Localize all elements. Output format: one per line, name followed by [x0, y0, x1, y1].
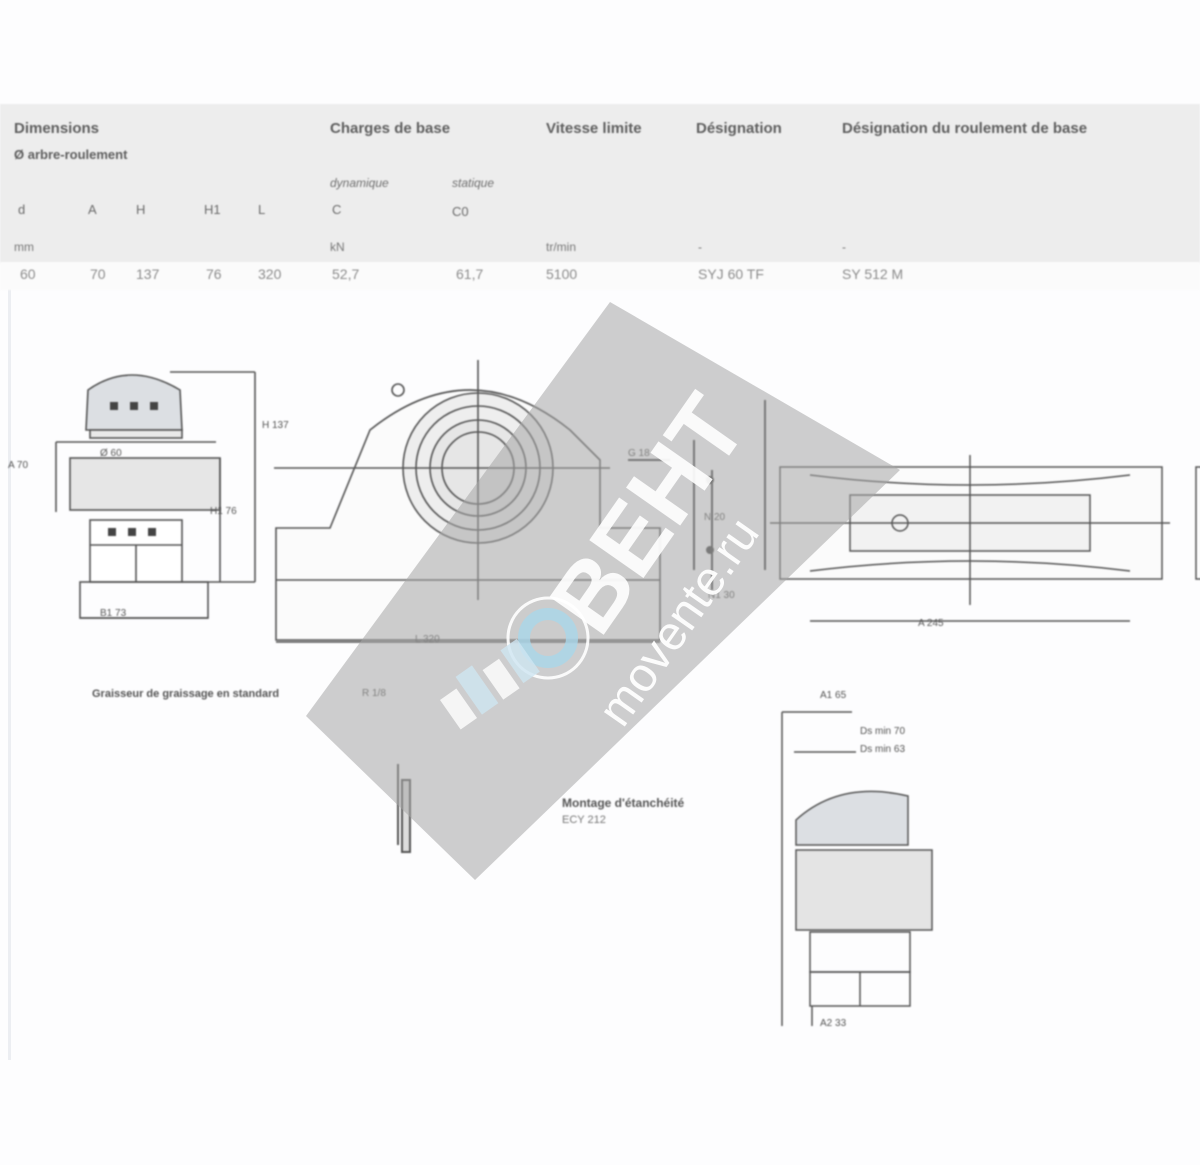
section-view-drawing [781, 711, 933, 1026]
header-shaft-diameter: Ø arbre-roulement [14, 147, 128, 162]
locking-ref: ECY 212 [562, 814, 606, 826]
cell-c0: 61,7 [456, 266, 484, 282]
cell-h1: 76 [206, 266, 222, 282]
symbol-d: d [18, 202, 26, 217]
unit-mm: mm [14, 240, 34, 254]
header-static: statique [452, 176, 495, 190]
plan-label: A 245 [918, 618, 944, 629]
bolt-n-label: N 20 [704, 512, 726, 523]
bolt-n1-label: N1 30 [708, 590, 735, 601]
unit-rpm: tr/min [546, 240, 576, 254]
grease-nipple-drawing [397, 764, 411, 853]
unit-designation: - [698, 240, 702, 254]
side-view-drawing [55, 371, 256, 619]
bolt-top-label: G 18 [628, 448, 650, 459]
cell-housing: SY 512 M [842, 266, 904, 282]
length-label: L 320 [415, 634, 440, 645]
bolt-detail-drawing [628, 400, 766, 590]
cell-h: 137 [136, 266, 160, 282]
cell-c: 52,7 [332, 266, 360, 282]
table-row: 60 70 137 76 320 52,7 61,7 5100 SYJ 60 T… [0, 262, 1200, 290]
header-dynamic: dynamique [330, 176, 389, 190]
plan-view-drawing [770, 455, 1200, 622]
symbol-l: L [258, 202, 266, 217]
unit-housing: - [842, 240, 846, 254]
cell-designation: SYJ 60 TF [698, 266, 764, 282]
header-dimensions: Dimensions [14, 120, 100, 137]
spec-table-header: Dimensions Ø arbre-roulement Charges de … [0, 104, 1200, 264]
section-bottom-label: A2 33 [820, 1018, 847, 1029]
unit-kn: kN [330, 240, 345, 254]
grease-ref: R 1/8 [362, 688, 386, 699]
header-housing-designation: Désignation du roulement de base [842, 120, 1088, 137]
cell-speed: 5100 [546, 266, 578, 282]
section-ds2-label: Ds min 63 [860, 744, 906, 755]
cell-l: 320 [258, 266, 282, 282]
header-designation: Désignation [696, 120, 782, 137]
width-label: B1 73 [100, 608, 127, 619]
symbol-a: A [88, 202, 97, 217]
cell-d: 60 [20, 266, 36, 282]
section-ds1-label: Ds min 70 [860, 726, 906, 737]
locking-caption: Montage d'étanchéité [562, 796, 685, 810]
symbol-c: C [332, 202, 342, 217]
height-label: H 137 [262, 420, 289, 431]
h1-label: H1 76 [210, 506, 237, 517]
symbol-h1: H1 [204, 202, 221, 217]
header-load-ratings: Charges de base [330, 120, 451, 137]
symbol-c0: C0 [452, 204, 469, 219]
symbol-h: H [136, 202, 146, 217]
a-label: A 70 [8, 460, 29, 471]
page-left-border [8, 260, 11, 1060]
grease-nipple-caption: Graisseur de graissage en standard [92, 688, 280, 700]
section-top-label: A1 65 [820, 690, 847, 701]
shaft-label: Ø 60 [100, 448, 122, 459]
header-limit-speed: Vitesse limite [546, 120, 642, 137]
cell-a: 70 [90, 266, 106, 282]
